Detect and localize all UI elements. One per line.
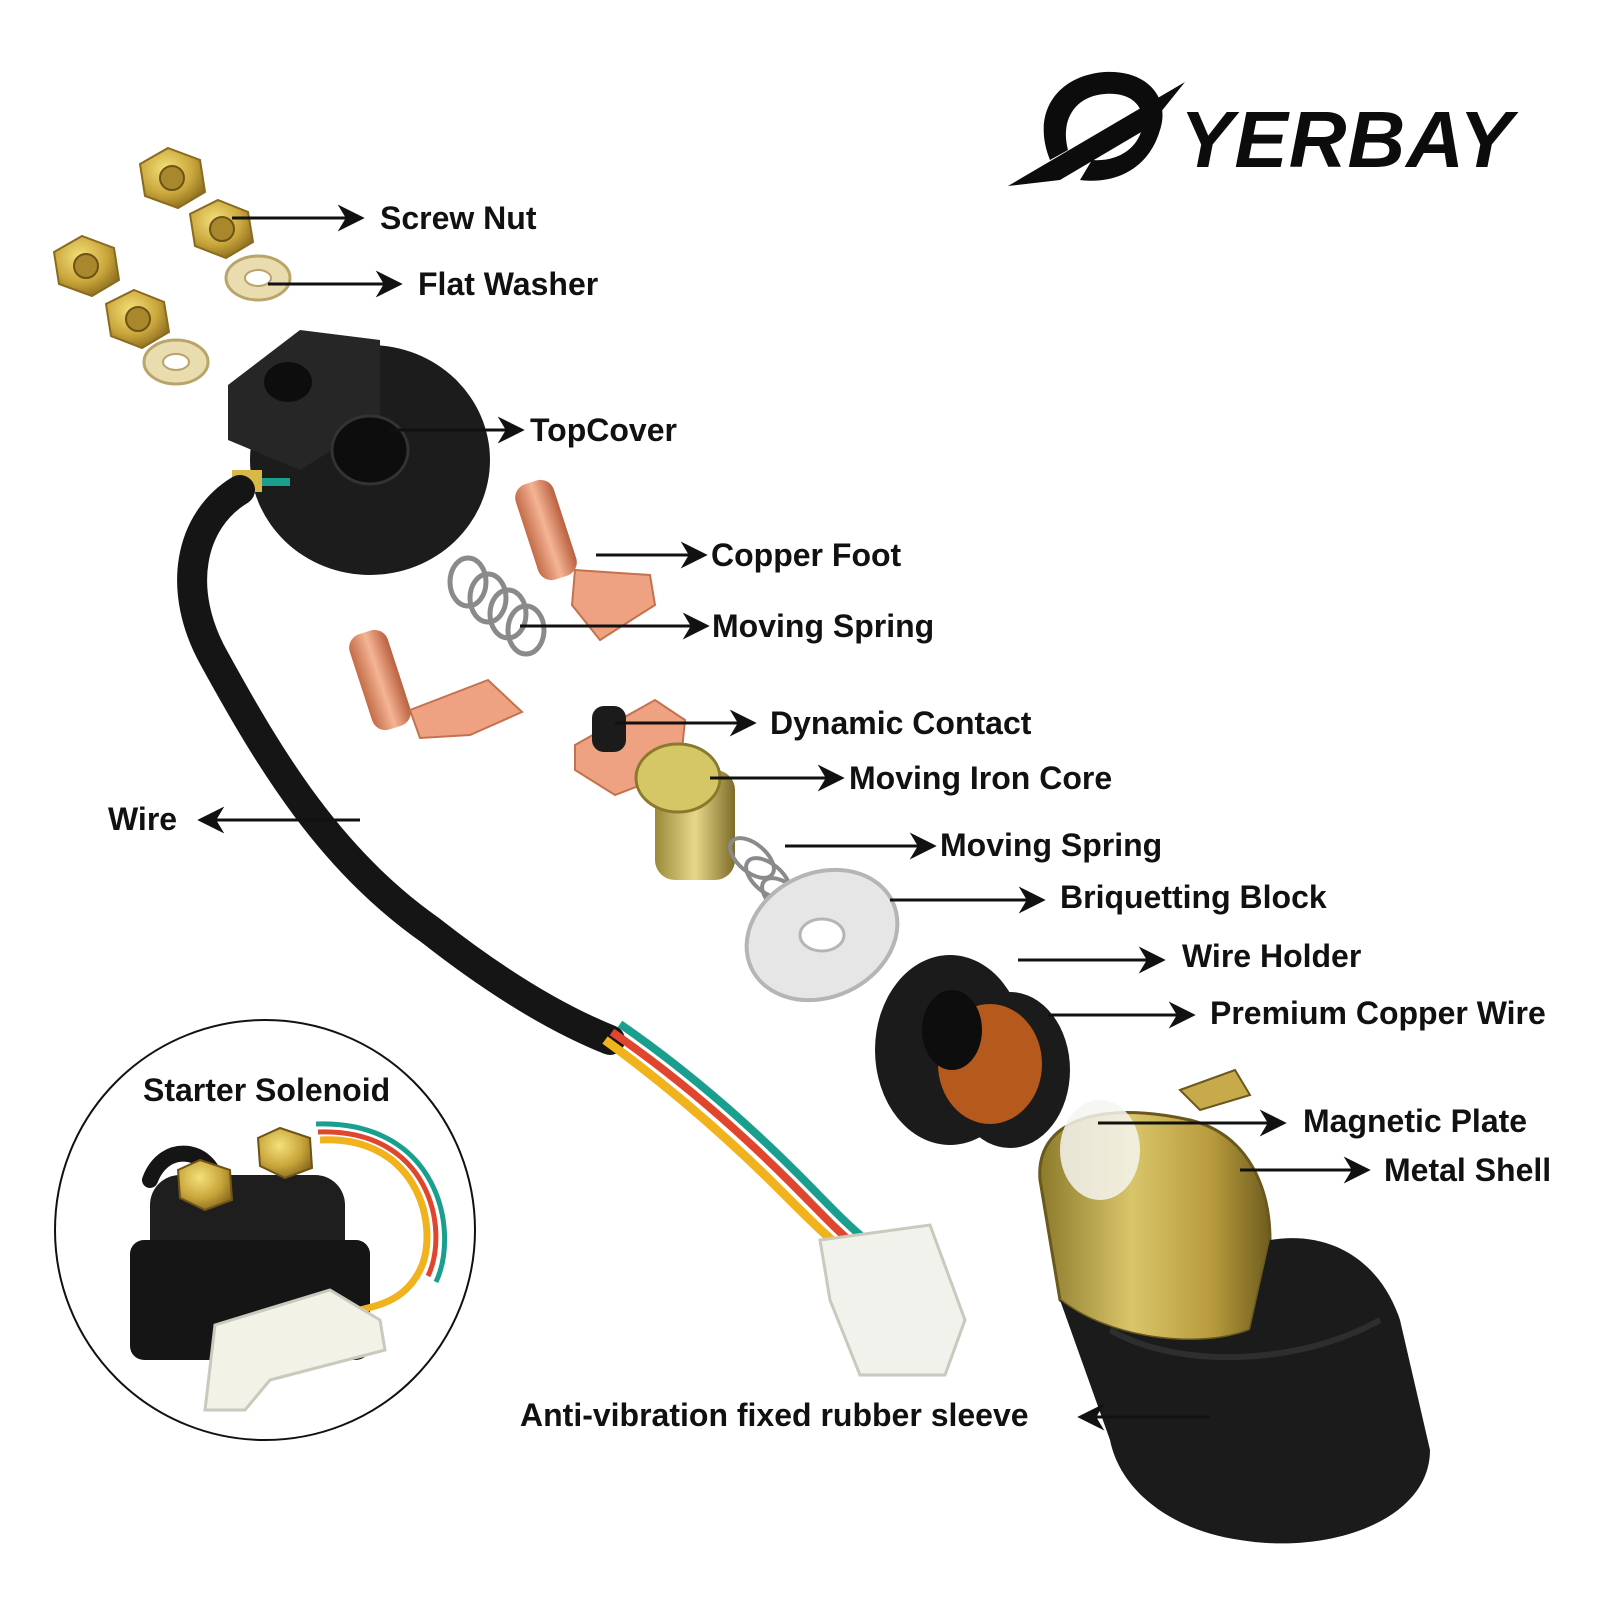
leader-arrows	[197, 204, 1371, 1431]
label-screw-nut: Screw Nut	[380, 200, 537, 236]
label-starter-solenoid: Starter Solenoid	[143, 1072, 391, 1108]
inset-solenoid-image	[130, 1121, 448, 1412]
label-copper-foot: Copper Foot	[711, 537, 902, 573]
label-wire: Wire	[108, 801, 178, 837]
wire-holder-part	[875, 955, 1070, 1148]
label-top-cover: TopCover	[530, 412, 677, 448]
briquetting-block-part	[744, 867, 900, 1003]
label-premium-copper-wire: Premium Copper Wire	[1210, 995, 1546, 1031]
label-rubber-sleeve: Anti-vibration fixed rubber sleeve	[520, 1397, 1029, 1433]
brand-name: YERBAY	[1180, 95, 1514, 184]
label-flat-washer: Flat Washer	[418, 266, 599, 302]
metal-shell-part	[1038, 1068, 1272, 1342]
brand-logo-mark	[1008, 71, 1185, 186]
label-briquetting-block: Briquetting Block	[1060, 879, 1327, 915]
label-magnetic-plate: Magnetic Plate	[1303, 1103, 1528, 1139]
screw-nut-part	[52, 146, 255, 350]
label-moving-spring-1: Moving Spring	[712, 608, 935, 644]
label-moving-iron-core: Moving Iron Core	[849, 760, 1113, 796]
moving-iron-core-part	[634, 742, 735, 880]
wire-harness-part	[177, 475, 967, 1377]
flat-washer-part	[142, 254, 292, 386]
moving-spring-small-part	[447, 555, 547, 657]
label-dynamic-contact: Dynamic Contact	[770, 705, 1032, 741]
label-metal-shell: Metal Shell	[1384, 1152, 1552, 1188]
label-wire-holder: Wire Holder	[1182, 938, 1362, 974]
rubber-sleeve-part	[1060, 1238, 1430, 1544]
copper-foot-part	[349, 479, 657, 740]
top-cover-part	[228, 330, 490, 575]
label-moving-spring-2: Moving Spring	[940, 827, 1163, 863]
